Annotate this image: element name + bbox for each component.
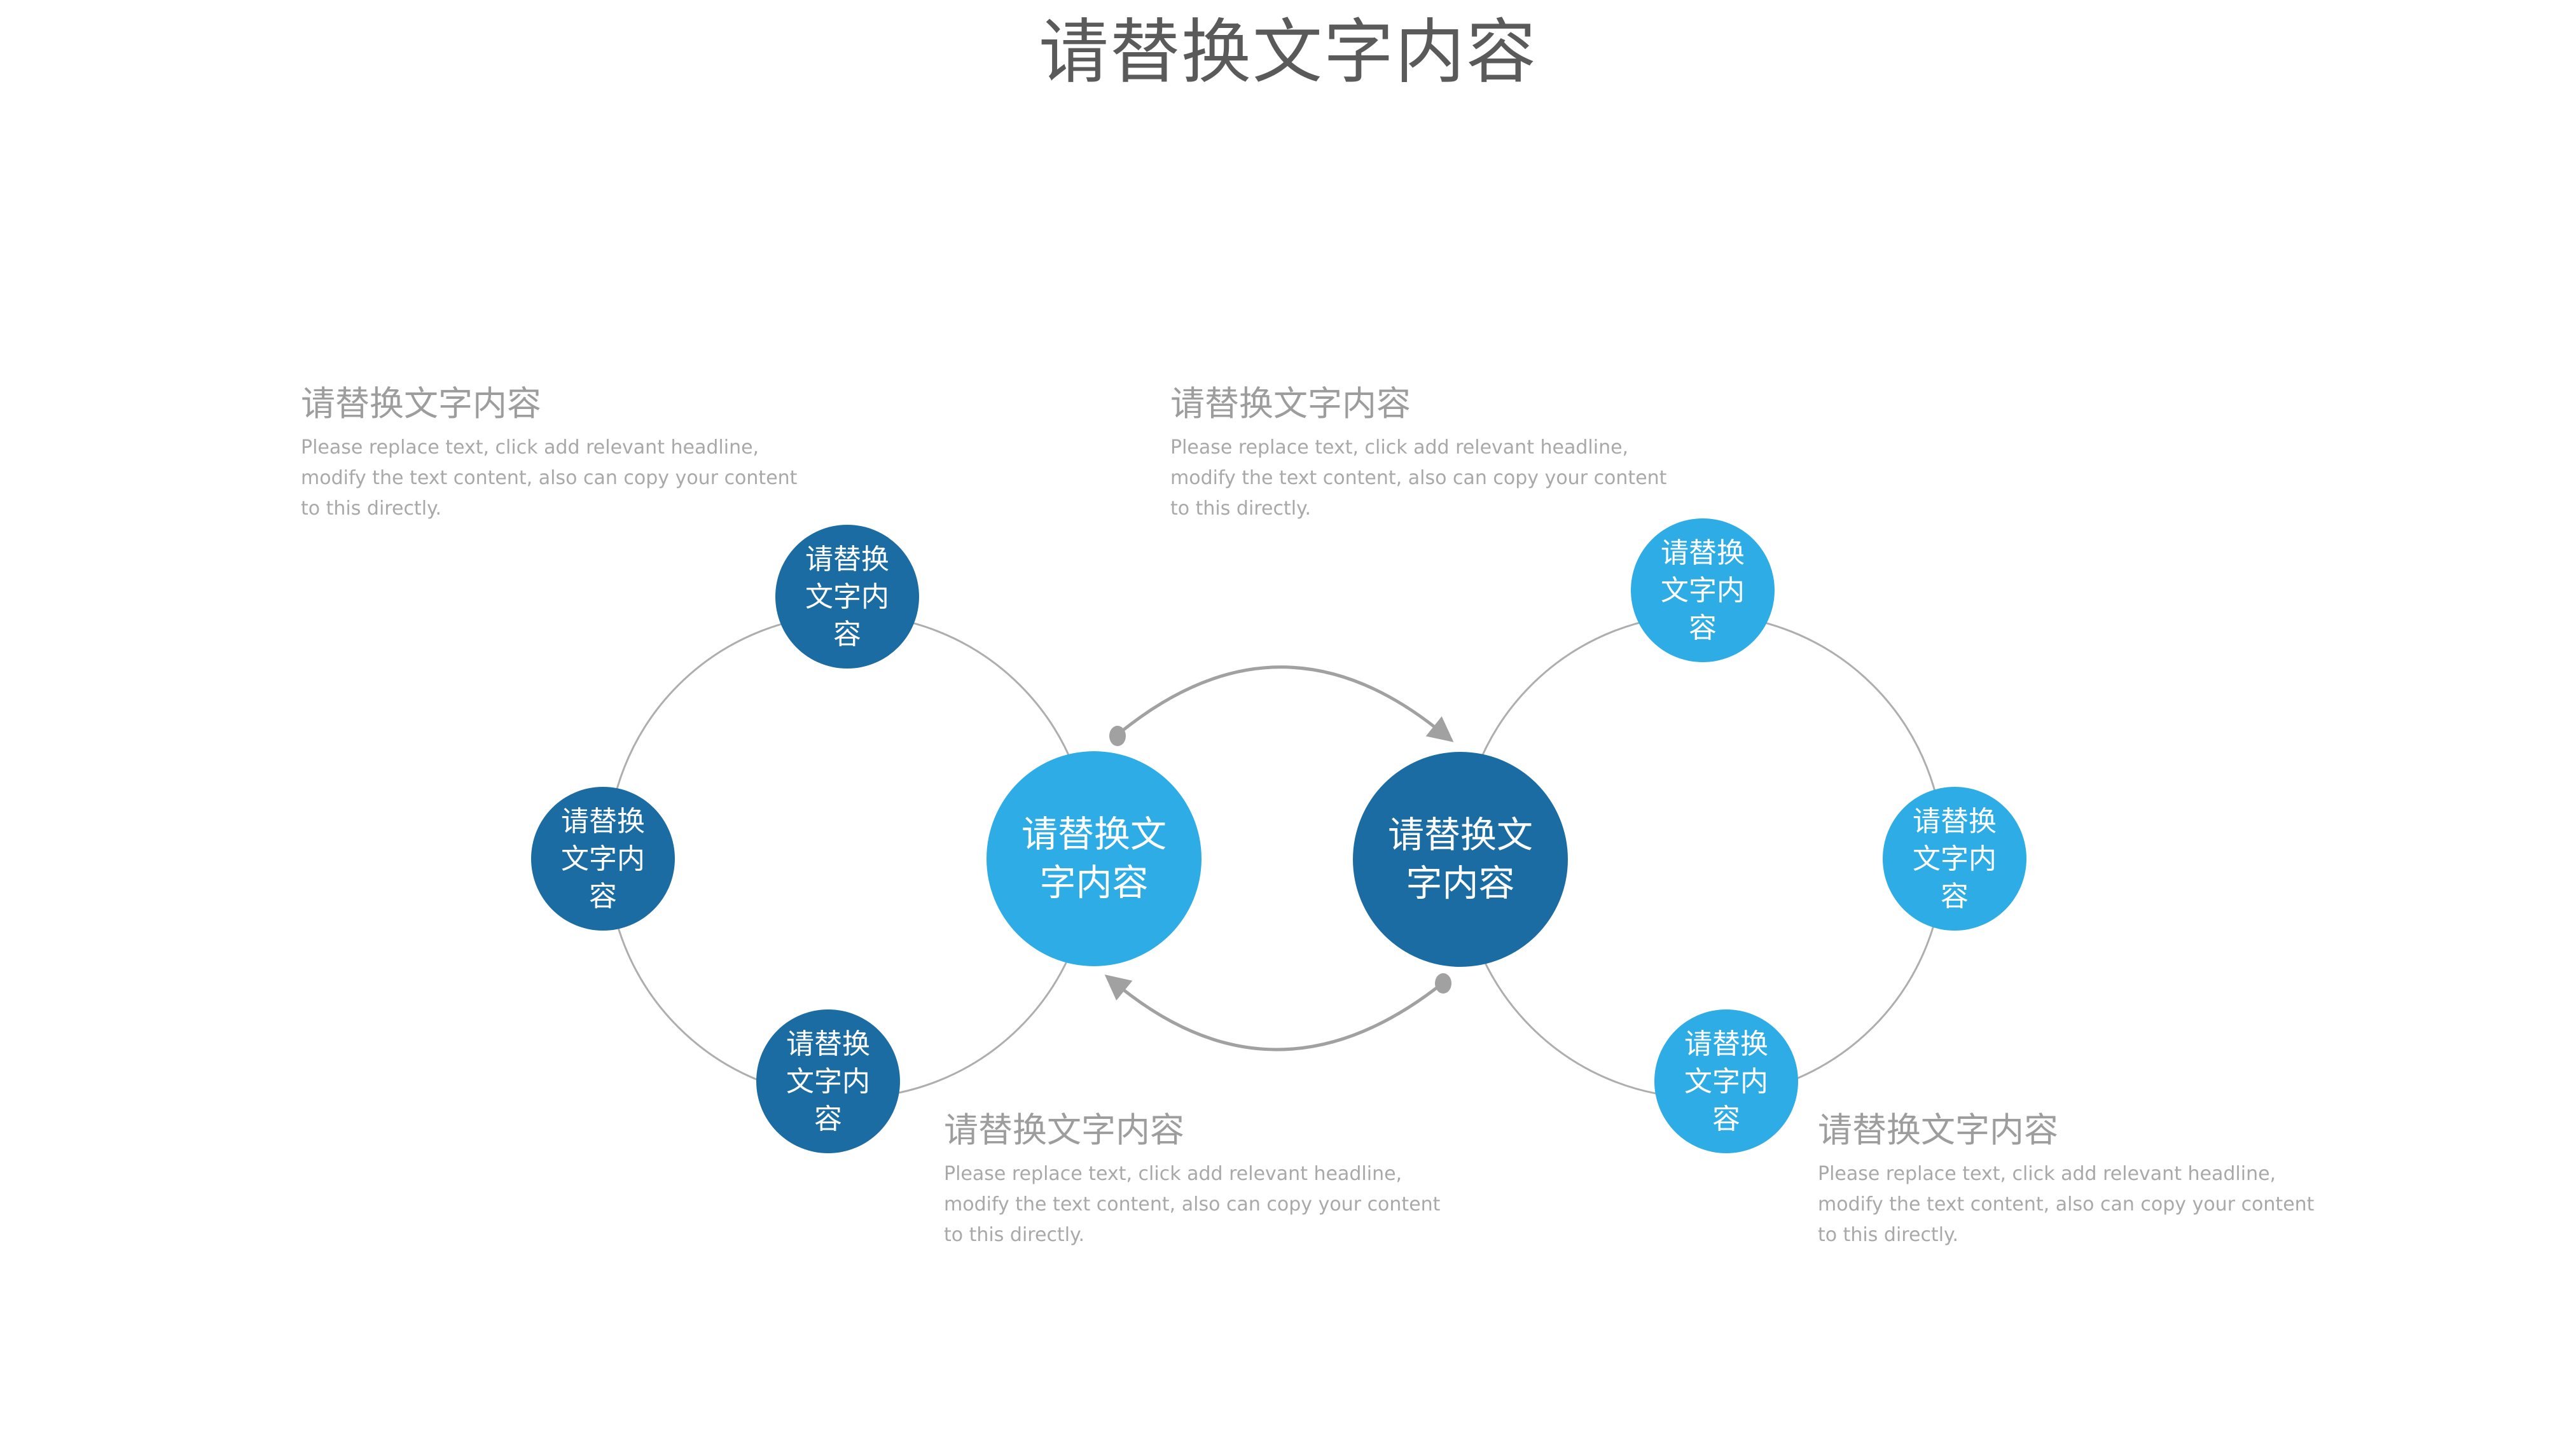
circle-label-line: 字内容 [1039, 862, 1149, 904]
circle-label-line: 请替换 [1913, 805, 1997, 838]
small-circle-right-bottom: 请替换 文字内 容 [1654, 1009, 1798, 1153]
circle-label-line: 请替换文 [1021, 814, 1167, 856]
body-line: modify the text content, also can copy y… [1170, 467, 1667, 489]
circle-label-line: 请替换 [805, 543, 889, 576]
slide-title: 请替换文字内容 [1039, 11, 1537, 93]
small-circle-right-east: 请替换 文字内 容 [1883, 787, 2026, 931]
bottom-arrow-arc [1104, 974, 1444, 1051]
body-line: modify the text content, also can copy y… [1818, 1193, 2315, 1216]
body-line: to this directly. [944, 1224, 1085, 1246]
center-circle-right: 请替换文 字内容 [1353, 752, 1568, 967]
circle-label-line: 请替换 [786, 1027, 870, 1060]
body-line: modify the text content, also can copy y… [301, 467, 798, 489]
circle-label-line: 文字内 [561, 842, 645, 875]
body-line: Please replace text, click add relevant … [1170, 436, 1629, 459]
text-block-heading: 请替换文字内容 [944, 1110, 1184, 1150]
circle-label-line: 文字内 [805, 580, 889, 613]
body-line: to this directly. [301, 497, 442, 520]
body-line: Please replace text, click add relevant … [1818, 1163, 2276, 1185]
circle-label-line: 文字内 [1913, 842, 1997, 875]
circle-label-line: 容 [589, 880, 617, 913]
body-line: to this directly. [1170, 497, 1312, 520]
small-circle-left-bottom: 请替换 文字内 容 [756, 1009, 900, 1153]
circle-label-line: 请替换 [1684, 1027, 1768, 1060]
text-block-body: Please replace text, click add relevant … [1818, 1159, 2403, 1251]
circle-label-line: 文字内 [786, 1065, 870, 1098]
top-arrow-arc [1116, 665, 1454, 742]
body-line: modify the text content, also can copy y… [944, 1193, 1441, 1216]
bottom-arc-start-dot [1435, 973, 1451, 994]
body-line: Please replace text, click add relevant … [301, 436, 759, 459]
text-block-heading: 请替换文字内容 [301, 384, 541, 424]
text-block-bottom-left: 请替换文字内容 Please replace text, click add r… [944, 1108, 1529, 1251]
top-arc-start-dot [1109, 726, 1126, 746]
circle-label-line: 请替换文 [1388, 814, 1533, 856]
text-block-top-center: 请替换文字内容 Please replace text, click add r… [1170, 382, 1755, 524]
circle-label-line: 容 [814, 1102, 842, 1135]
text-block-heading: 请替换文字内容 [1818, 1110, 2058, 1150]
text-block-body: Please replace text, click add relevant … [301, 433, 886, 524]
body-line: Please replace text, click add relevant … [944, 1163, 1402, 1185]
text-block-body: Please replace text, click add relevant … [1170, 433, 1755, 524]
small-circle-left-west: 请替换 文字内 容 [531, 787, 675, 931]
small-circle-right-top: 请替换 文字内 容 [1631, 518, 1775, 662]
circle-label-line: 字内容 [1406, 863, 1515, 905]
body-line: to this directly. [1818, 1224, 1959, 1246]
text-block-heading: 请替换文字内容 [1170, 384, 1411, 424]
circle-label-line: 容 [1712, 1102, 1740, 1135]
circle-label-line: 文字内 [1684, 1065, 1768, 1098]
circle-label-line: 请替换 [1661, 536, 1745, 569]
circle-label-line: 容 [1689, 611, 1717, 644]
circle-label-line: 容 [1941, 880, 1969, 913]
text-block-bottom-right: 请替换文字内容 Please replace text, click add r… [1818, 1108, 2403, 1251]
text-block-body: Please replace text, click add relevant … [944, 1159, 1529, 1251]
small-circle-left-top: 请替换 文字内 容 [775, 525, 919, 669]
circle-label-line: 请替换 [561, 805, 645, 838]
circle-label-line: 容 [833, 618, 861, 651]
center-circle-left: 请替换文 字内容 [987, 751, 1201, 966]
circle-label-line: 文字内 [1661, 574, 1745, 607]
text-block-top-left: 请替换文字内容 Please replace text, click add r… [301, 382, 886, 524]
